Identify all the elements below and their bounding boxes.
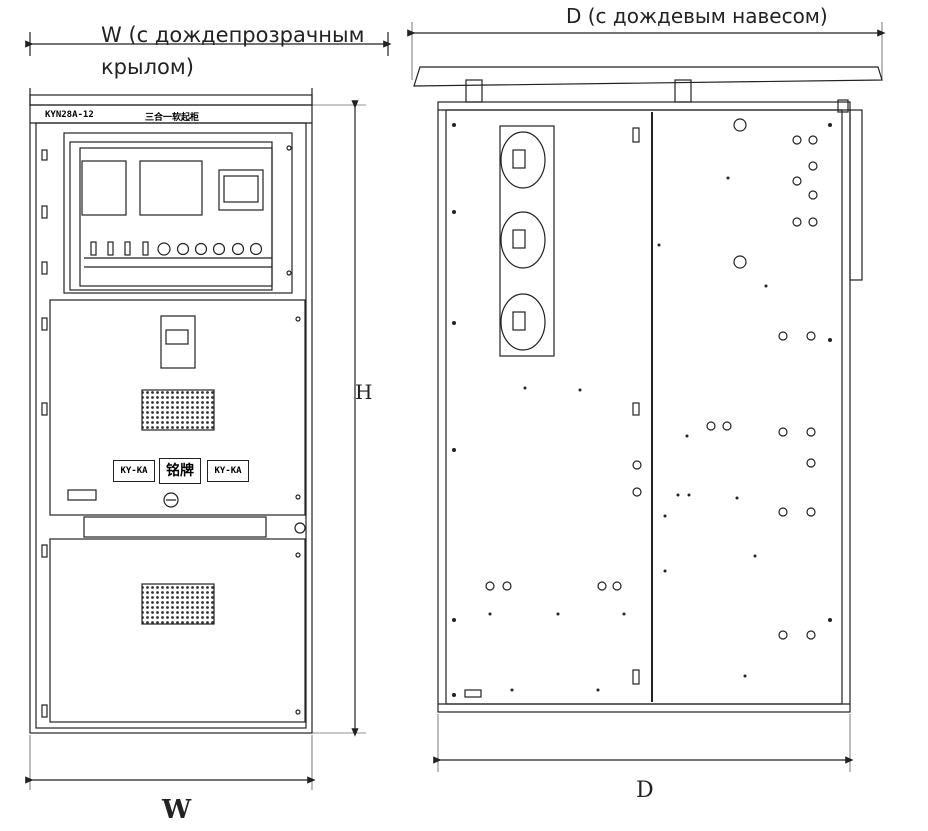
meter-window-left bbox=[81, 160, 127, 216]
cable-compartment-door bbox=[49, 538, 306, 723]
ventilation-mesh-lower bbox=[141, 583, 215, 625]
front-view bbox=[25, 32, 392, 790]
meter-window-center bbox=[139, 160, 203, 216]
ventilation-mesh-upper bbox=[141, 389, 215, 431]
nameplate-left: KY-KA bbox=[113, 460, 155, 482]
bolt-holes bbox=[485, 135, 818, 640]
width-label-top-continued: крылом) bbox=[101, 55, 194, 79]
mechanism-window bbox=[160, 315, 196, 369]
front-cabinet-body bbox=[29, 104, 313, 734]
cabinet-model: KYN28A-12 bbox=[45, 110, 94, 120]
depth-label-top: D (с дождевым навесом) bbox=[566, 4, 828, 28]
cabinet-name: 三合一软起柜 bbox=[145, 113, 200, 123]
relay-compartment-door bbox=[63, 132, 293, 294]
small-dots bbox=[452, 123, 832, 697]
current-transformer-panel bbox=[499, 125, 555, 357]
nameplate-center: 铭牌 bbox=[159, 458, 201, 484]
width-label-top: W (с дождепрозрачным bbox=[101, 23, 365, 47]
side-view bbox=[407, 22, 886, 772]
hmi-screen bbox=[218, 169, 264, 211]
height-label: H bbox=[355, 380, 373, 404]
depth-label-bottom: D bbox=[636, 778, 654, 803]
side-cabinet-body bbox=[437, 101, 851, 713]
breaker-compartment-door bbox=[49, 299, 306, 516]
width-label-bottom: W bbox=[162, 795, 192, 825]
rain-canopy bbox=[413, 66, 883, 87]
nameplate-right: KY-KA bbox=[207, 460, 249, 482]
